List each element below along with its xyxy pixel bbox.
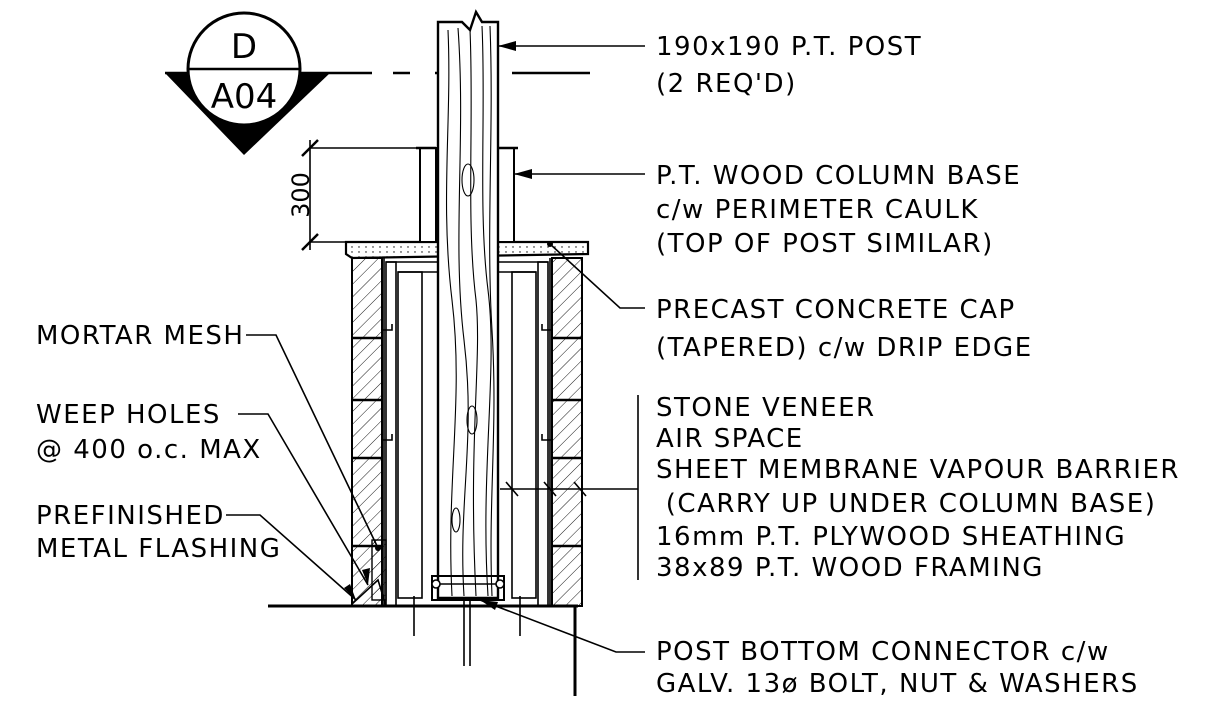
note-mortar-mesh: MORTAR MESH	[36, 321, 244, 351]
notes-right: 190x190 P.T. POST (2 REQ'D) P.T. WOOD CO…	[656, 32, 1178, 699]
column-base	[416, 146, 518, 243]
stone-veneer-right	[551, 257, 583, 607]
wood-post	[436, 9, 500, 600]
note-wall-assembly: STONE VENEER AIR SPACE SHEET MEMBRANE VA…	[656, 393, 1178, 583]
framing-right	[511, 271, 537, 599]
note-column-base: P.T. WOOD COLUMN BASE c/w PERIMETER CAUL…	[656, 161, 1031, 259]
dimension-label: 300	[287, 172, 315, 218]
mortar-mesh	[371, 539, 387, 601]
framing-left	[397, 271, 423, 599]
note-weep-holes: WEEP HOLES @ 400 o.c. MAX	[36, 400, 262, 465]
note-concrete-cap: PRECAST CONCRETE CAP (TAPERED) c/w DRIP …	[656, 295, 1033, 363]
section-letter: D	[231, 27, 257, 67]
note-flashing: PREFINISHED METAL FLASHING	[36, 501, 281, 564]
note-post: 190x190 P.T. POST (2 REQ'D)	[656, 32, 932, 99]
notes-left: MORTAR MESH WEEP HOLES @ 400 o.c. MAX PR…	[36, 321, 281, 564]
dimension-300: 300	[287, 139, 420, 251]
ground-line	[268, 604, 578, 696]
sheathing-right	[537, 261, 549, 607]
section-sheet: A04	[211, 77, 278, 117]
note-connector: POST BOTTOM CONNECTOR c/w GALV. 13ø BOLT…	[656, 637, 1139, 699]
sheathing-left	[385, 261, 397, 607]
section-tag: D A04	[165, 11, 590, 155]
post-connector	[413, 575, 521, 666]
metal-flashing	[351, 578, 387, 607]
leaders	[226, 41, 645, 653]
